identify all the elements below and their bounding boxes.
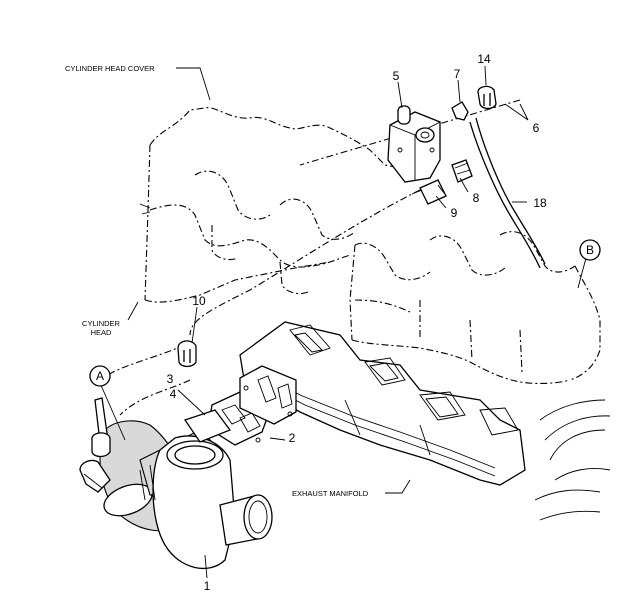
- callout-1: 1: [204, 579, 211, 593]
- turbocharger: [79, 397, 273, 569]
- detail-marker-b-text: B: [586, 243, 594, 257]
- label-exhaust-manifold: EXHAUST MANIFOLD: [292, 489, 369, 498]
- fitting-9: [411, 179, 447, 205]
- detail-marker-b: B: [579, 239, 601, 261]
- callout-3: 3: [167, 372, 174, 386]
- callout-5: 5: [393, 69, 400, 83]
- exhaust-manifold: [239, 321, 526, 486]
- callout-14: 14: [477, 52, 491, 66]
- tube-18: [469, 117, 546, 269]
- label-cylinder-head-line2: HEAD: [91, 328, 112, 337]
- callout-8: 8: [473, 191, 480, 205]
- clamp-10: [177, 340, 197, 368]
- label-cylinder-head-line1: CYLINDER: [82, 319, 121, 328]
- callout-6: 6: [533, 121, 540, 135]
- valve-assembly-5: [387, 105, 441, 183]
- leader-lines: [99, 99, 521, 416]
- detail-marker-a-text: A: [96, 369, 104, 383]
- callout-9: 9: [451, 206, 458, 220]
- label-cylinder-head-cover: CYLINDER HEAD COVER: [65, 64, 155, 73]
- fitting-8: [451, 159, 473, 183]
- detail-marker-a: A: [89, 365, 111, 387]
- callout-7: 7: [454, 67, 461, 81]
- elbow-7: [451, 101, 469, 121]
- callout-2: 2: [289, 431, 296, 445]
- cylinder-head-cover-rear: [349, 231, 601, 385]
- engine-block-right: [534, 399, 611, 521]
- callout-4: 4: [170, 387, 177, 401]
- cylinder-head-cover-front: [139, 107, 411, 303]
- callout-leaders: [99, 65, 587, 579]
- flange-gasket: [239, 365, 297, 425]
- callout-18: 18: [533, 196, 547, 210]
- clamp-14: [477, 85, 497, 110]
- callout-10: 10: [192, 294, 206, 308]
